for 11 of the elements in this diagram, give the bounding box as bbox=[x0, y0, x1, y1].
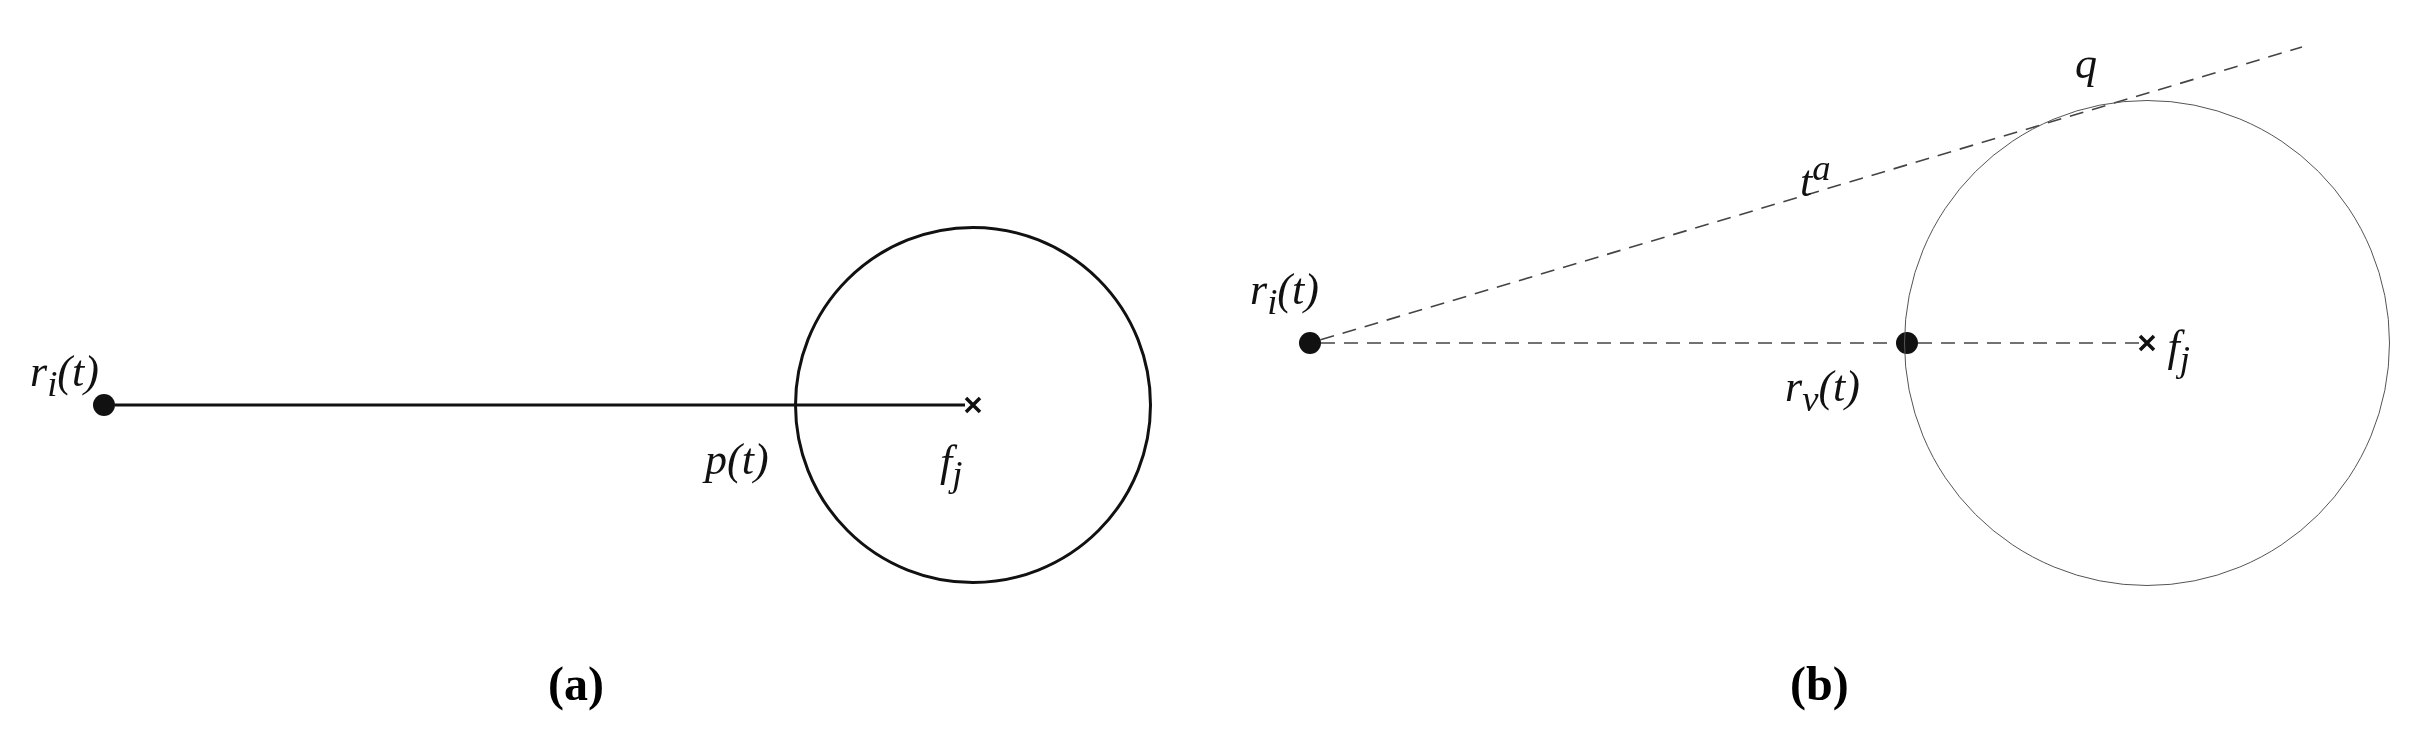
dashed-line bbox=[1917, 342, 2140, 344]
circle bbox=[794, 226, 1152, 584]
edge-label: t$^{a}$ bbox=[1800, 150, 1831, 204]
line bbox=[115, 403, 965, 407]
dashed-line bbox=[1319, 46, 2303, 341]
point-label: r$_{i}$(t) bbox=[30, 350, 99, 403]
point-label: r$_{v}$(t) bbox=[1785, 365, 1860, 418]
point-label: r$_{i}$(t) bbox=[1250, 268, 1319, 321]
point-label: f$_{j}$ bbox=[2167, 324, 2190, 377]
point-label: q bbox=[2075, 42, 2097, 86]
point-label: f$_{j}$ bbox=[940, 440, 963, 493]
